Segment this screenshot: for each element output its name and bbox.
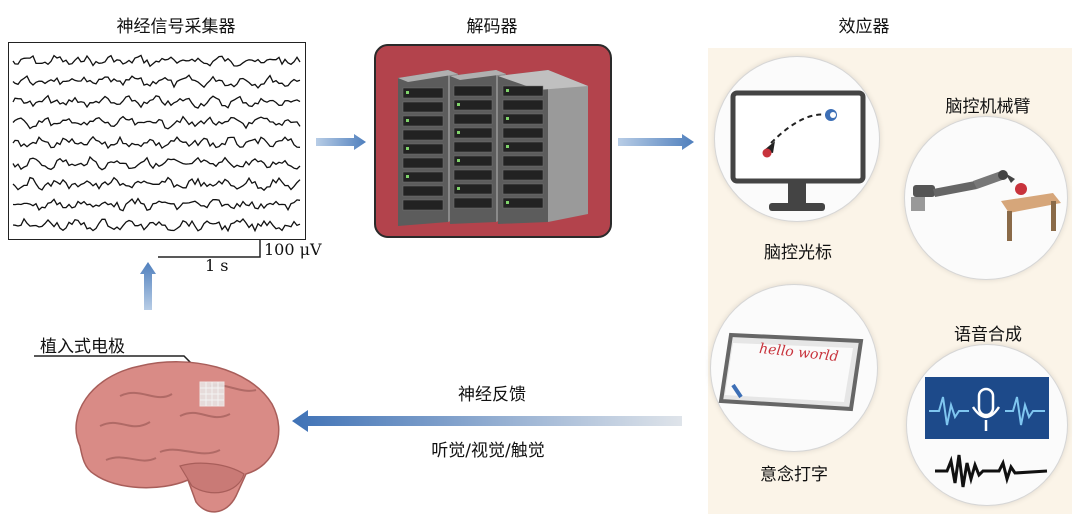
signal-panel-title: 神经信号采集器 bbox=[116, 17, 236, 37]
eeg-trace bbox=[12, 74, 301, 89]
typing-circle: hello world bbox=[710, 284, 878, 452]
feedback-arrow bbox=[292, 410, 684, 432]
eeg-trace bbox=[12, 197, 301, 212]
effector-label-typing: 意念打字 bbox=[760, 465, 828, 485]
eeg-trace bbox=[12, 176, 301, 192]
arrow-to-effector bbox=[618, 134, 696, 150]
brain-icon bbox=[60, 356, 282, 528]
feedback-subtitle: 听觉/视觉/触觉 bbox=[431, 441, 545, 461]
electrode-label: 植入式电极 bbox=[40, 337, 125, 357]
eeg-trace bbox=[12, 54, 301, 68]
server-rack-icon bbox=[398, 70, 588, 226]
effector-label-arm: 脑控机械臂 bbox=[945, 97, 1031, 117]
effector-label-cursor: 脑控光标 bbox=[764, 243, 832, 263]
tablet-icon bbox=[718, 332, 864, 412]
eeg-trace bbox=[12, 155, 301, 171]
amp-scale-label: 100 μV bbox=[264, 240, 322, 259]
time-scale-label: 1 s bbox=[205, 256, 229, 275]
arrow-up-to-panel bbox=[140, 262, 156, 310]
eeg-trace bbox=[12, 94, 301, 109]
robot-arm-icon bbox=[911, 170, 1061, 241]
scale-bar bbox=[158, 240, 262, 260]
arrow-to-decoder bbox=[316, 134, 368, 150]
decoder-box bbox=[374, 44, 612, 238]
eeg-trace bbox=[12, 217, 301, 233]
robot-arm-circle bbox=[904, 116, 1068, 280]
effector-title: 效应器 bbox=[838, 17, 890, 37]
eeg-trace bbox=[12, 115, 301, 130]
signal-panel bbox=[8, 42, 306, 240]
speech-circle bbox=[906, 344, 1068, 506]
monitor-icon bbox=[730, 90, 866, 211]
speech-synthesis-icon bbox=[925, 377, 1049, 488]
eeg-trace bbox=[12, 135, 301, 150]
feedback-title: 神经反馈 bbox=[458, 385, 526, 405]
cursor-circle bbox=[714, 56, 880, 222]
effector-label-speech: 语音合成 bbox=[954, 325, 1022, 345]
eeg-traces bbox=[12, 54, 301, 233]
decoder-title: 解码器 bbox=[466, 17, 518, 37]
